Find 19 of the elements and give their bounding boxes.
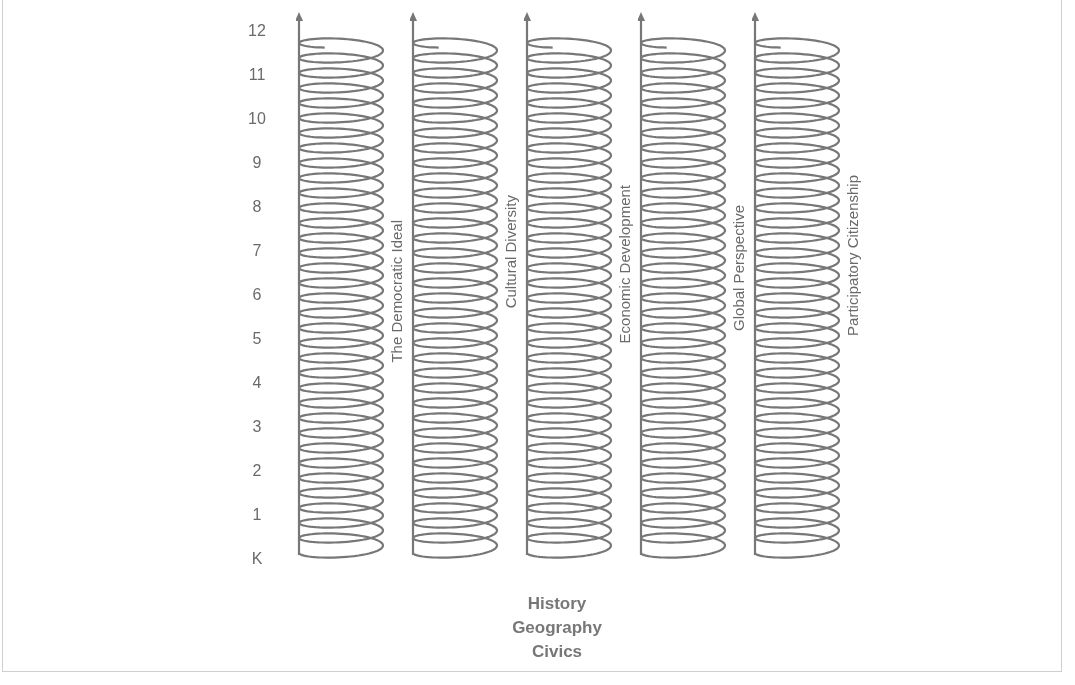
strand-label: Global Perspective [730, 205, 748, 331]
grade-label: 6 [251, 286, 263, 304]
grade-label: 12 [247, 22, 267, 40]
grade-label: 10 [247, 110, 267, 128]
strand-label: The Democratic Ideal [388, 220, 406, 363]
grade-label: 11 [247, 66, 267, 84]
grade-label: K [250, 550, 264, 568]
strand-label: Participatory Citizenship [844, 175, 862, 336]
subject-list: History Geography Civics [497, 592, 617, 664]
strand-label: Cultural Diversity [502, 195, 520, 309]
grade-label: 1 [251, 506, 263, 524]
grade-label: 9 [251, 154, 263, 172]
grade-label: 8 [251, 198, 263, 216]
grade-label: 4 [251, 374, 263, 392]
grade-label: 2 [251, 462, 263, 480]
grade-label: 7 [251, 242, 263, 260]
grade-label: 5 [251, 330, 263, 348]
strand-label: Economic Development [616, 185, 634, 344]
grade-label: 3 [251, 418, 263, 436]
